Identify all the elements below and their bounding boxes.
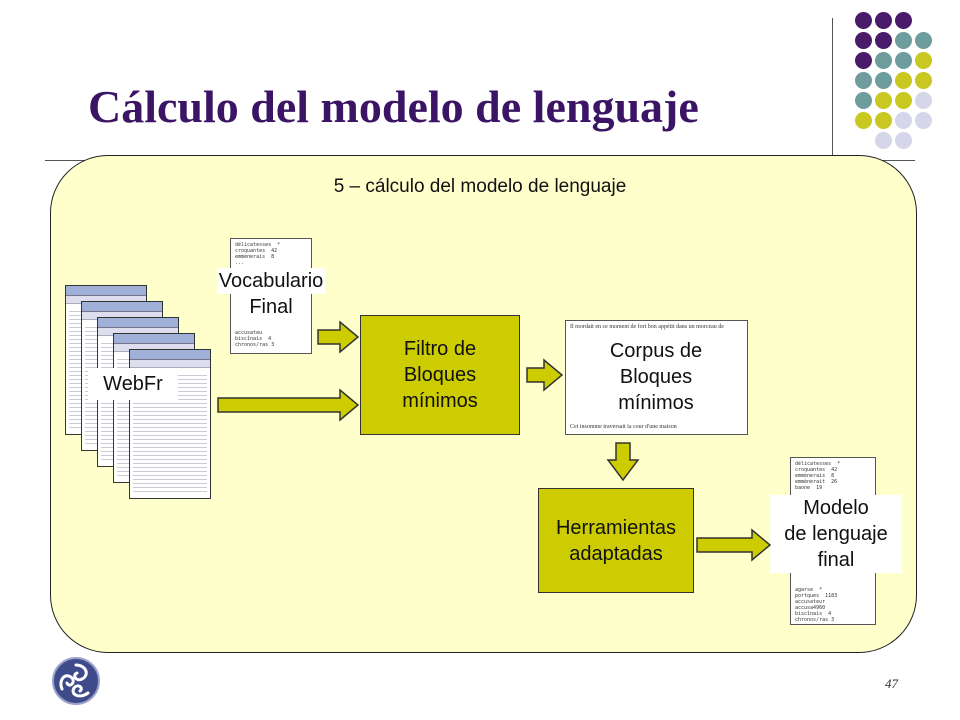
diagram-subtitle: 5 – cálculo del modelo de lenguaje: [333, 176, 627, 197]
corpus-bloques-label: Corpus de Bloques mínimos: [592, 338, 720, 424]
vocab-top-lines: délicatesses * croquantes 42 emmènerais …: [235, 242, 281, 266]
modelo-line1: Modelo: [770, 495, 902, 521]
arrow-down-icon: [606, 442, 640, 482]
modelo-line2: de lenguaje: [770, 521, 902, 547]
page-number: 47: [885, 676, 898, 691]
arrow-right-icon: [526, 358, 564, 392]
herramientas-line2: adaptadas: [569, 542, 663, 565]
filtro-line3: mínimos: [402, 390, 478, 412]
filtro-line1: Filtro de: [403, 338, 477, 360]
vocab-label-line1: Vocabulario: [216, 268, 326, 294]
modelo-lenguaje-label: Modelo de lenguaje final: [770, 495, 902, 581]
decorative-dot-grid: [0, 0, 960, 160]
herramientas-line1: Herramientas: [555, 516, 677, 539]
corpus-top-line: Il mordait en ce moment de fort bon appé…: [570, 324, 724, 330]
corpus-line1: Corpus de: [609, 340, 703, 362]
corpus-line3: mínimos: [618, 392, 694, 414]
modelo-line3: final: [770, 547, 902, 573]
corpus-bottom-line: Cet insomme traversait la cour d'une mai…: [570, 424, 677, 430]
webfr-label: WebFr: [88, 368, 178, 400]
celtic-triskele-logo-icon: [52, 657, 100, 705]
filtro-bloques-box: Filtro de Bloques mínimos: [360, 315, 520, 435]
corner-divider: [832, 18, 833, 162]
arrow-right-icon: [317, 320, 360, 354]
vocab-bottom-lines: accusateu biscînais 4 chronos/ras 3: [235, 330, 275, 348]
filtro-line2: Bloques: [403, 364, 477, 386]
slide-title: Cálculo del modelo de lenguaje: [88, 81, 699, 132]
modelo-bottom-lines: agarse * portques 1183 accusateur accusa…: [795, 587, 838, 623]
vocab-label-line2: Final: [249, 296, 293, 318]
corpus-line2: Bloques: [619, 366, 693, 388]
modelo-top-lines: délicatesses * croquantes 42 emmènerais …: [795, 461, 841, 491]
arrow-right-icon: [696, 528, 772, 562]
arrow-right-icon: [217, 388, 360, 422]
vocabulario-final-label: Vocabulario Final: [203, 268, 339, 326]
vocabulario-final-document: délicatesses * croquantes 42 emmènerais …: [230, 238, 312, 354]
herramientas-box: Herramientas adaptadas: [538, 488, 694, 593]
